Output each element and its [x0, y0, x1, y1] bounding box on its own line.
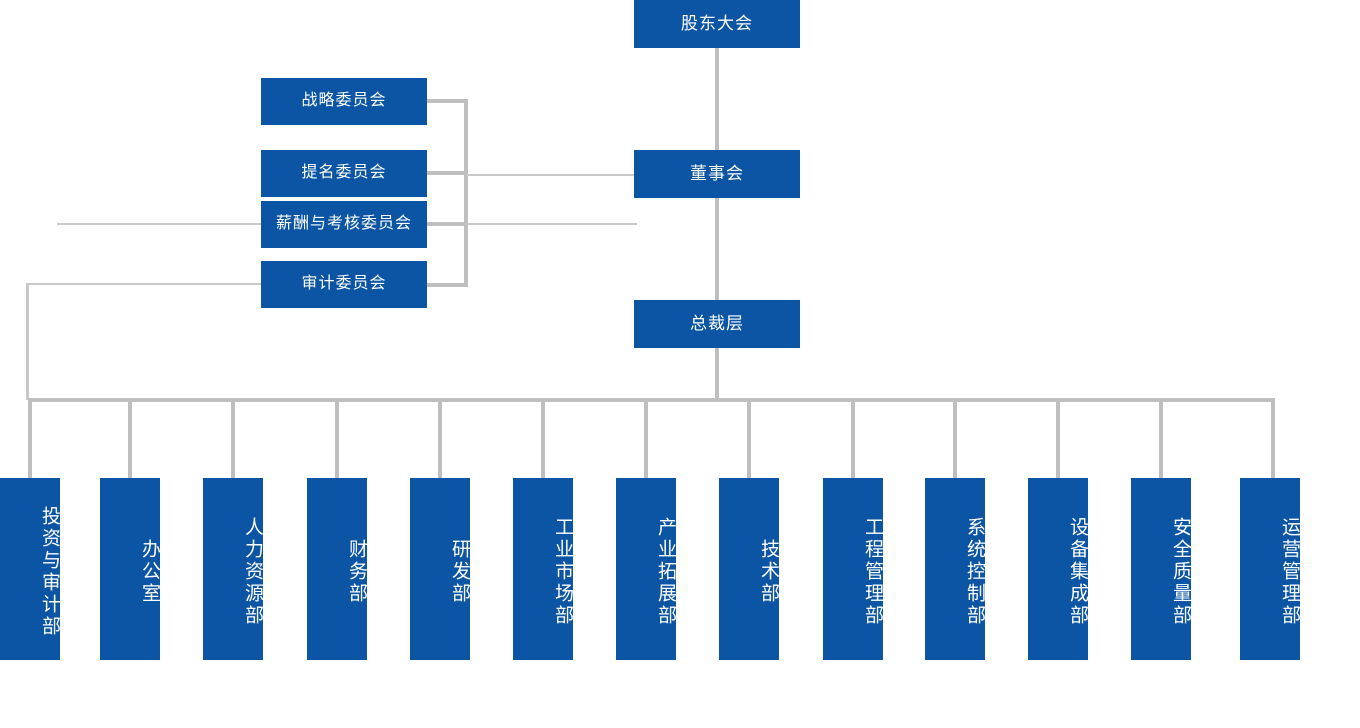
- node-department-human-resources-label: 人力资源部: [242, 517, 263, 627]
- connector-drop-7: [747, 398, 751, 478]
- connector-drop-11: [1159, 398, 1163, 478]
- node-department-system-control[interactable]: 系统控制部: [925, 478, 985, 660]
- node-department-technology-label: 技术部: [758, 539, 779, 605]
- connector-drop-4: [438, 398, 442, 478]
- node-board-of-directors[interactable]: 董事会: [634, 150, 800, 198]
- node-president-office-label: 总裁层: [690, 314, 744, 334]
- node-president-office[interactable]: 总裁层: [634, 300, 800, 348]
- node-committee-audit[interactable]: 审计委员会: [261, 261, 427, 308]
- connector-compensation-left-tail: [57, 223, 261, 225]
- node-committee-nomination[interactable]: 提名委员会: [261, 150, 427, 197]
- node-department-industrial-market[interactable]: 工业市场部: [513, 478, 573, 660]
- connector-compensation-right-tail: [467, 223, 637, 225]
- node-department-safety-quality[interactable]: 安全质量部: [1131, 478, 1191, 660]
- connector-committee-1-stub: [427, 171, 468, 175]
- node-department-operations-management-label: 运营管理部: [1279, 517, 1300, 627]
- connector-drop-0: [28, 398, 32, 478]
- node-department-technology[interactable]: 技术部: [719, 478, 779, 660]
- node-department-equipment-integration[interactable]: 设备集成部: [1028, 478, 1088, 660]
- node-department-engineering-management-label: 工程管理部: [862, 517, 883, 627]
- connector-committee-2-stub: [427, 222, 468, 226]
- connector-department-bus: [28, 398, 1273, 402]
- node-department-industry-expansion[interactable]: 产业拓展部: [616, 478, 676, 660]
- node-department-industrial-market-label: 工业市场部: [552, 517, 573, 627]
- node-shareholders-meeting-label: 股东大会: [681, 14, 753, 34]
- connector-committee-spine: [464, 100, 468, 286]
- node-department-operations-management[interactable]: 运营管理部: [1240, 478, 1300, 660]
- node-department-finance[interactable]: 财务部: [307, 478, 367, 660]
- connector-president-to-bus: [715, 348, 719, 400]
- node-department-investment-audit[interactable]: 投资与审计部: [0, 478, 60, 660]
- connector-committee-0-stub: [427, 99, 468, 103]
- connector-drop-6: [644, 398, 648, 478]
- node-department-engineering-management[interactable]: 工程管理部: [823, 478, 883, 660]
- node-committee-strategy-label: 战略委员会: [301, 92, 387, 110]
- node-department-research-development[interactable]: 研发部: [410, 478, 470, 660]
- connector-shareholders-to-board: [715, 48, 719, 150]
- node-department-finance-label: 财务部: [346, 539, 367, 605]
- node-department-investment-audit-label: 投资与审计部: [39, 506, 60, 638]
- node-department-research-development-label: 研发部: [449, 539, 470, 605]
- connector-drop-2: [231, 398, 235, 478]
- node-committee-compensation-label: 薪酬与考核委员会: [275, 215, 412, 233]
- connector-drop-9: [953, 398, 957, 478]
- connector-drop-3: [335, 398, 339, 478]
- connector-drop-1: [128, 398, 132, 478]
- node-committee-audit-label: 审计委员会: [301, 275, 387, 293]
- node-committee-nomination-label: 提名委员会: [301, 164, 387, 182]
- node-department-office-label: 办公室: [139, 539, 160, 605]
- connector-committee-spine-to-board: [467, 174, 635, 176]
- connector-drop-10: [1056, 398, 1060, 478]
- connector-drop-12: [1271, 398, 1275, 478]
- node-committee-strategy[interactable]: 战略委员会: [261, 78, 427, 125]
- node-shareholders-meeting[interactable]: 股东大会: [634, 0, 800, 48]
- node-department-equipment-integration-label: 设备集成部: [1067, 517, 1088, 627]
- node-department-industry-expansion-label: 产业拓展部: [655, 517, 676, 627]
- node-department-human-resources[interactable]: 人力资源部: [203, 478, 263, 660]
- node-department-office[interactable]: 办公室: [100, 478, 160, 660]
- connector-drop-5: [541, 398, 545, 478]
- node-department-system-control-label: 系统控制部: [964, 517, 985, 627]
- node-department-safety-quality-label: 安全质量部: [1170, 517, 1191, 627]
- connector-board-to-president: [715, 198, 719, 300]
- node-board-of-directors-label: 董事会: [690, 164, 744, 184]
- connector-committee-3-stub: [427, 283, 468, 287]
- connector-drop-8: [851, 398, 855, 478]
- node-committee-compensation[interactable]: 薪酬与考核委员会: [261, 201, 427, 248]
- connector-left-riser-vertical: [26, 283, 29, 400]
- connector-audit-to-left-riser: [28, 283, 261, 285]
